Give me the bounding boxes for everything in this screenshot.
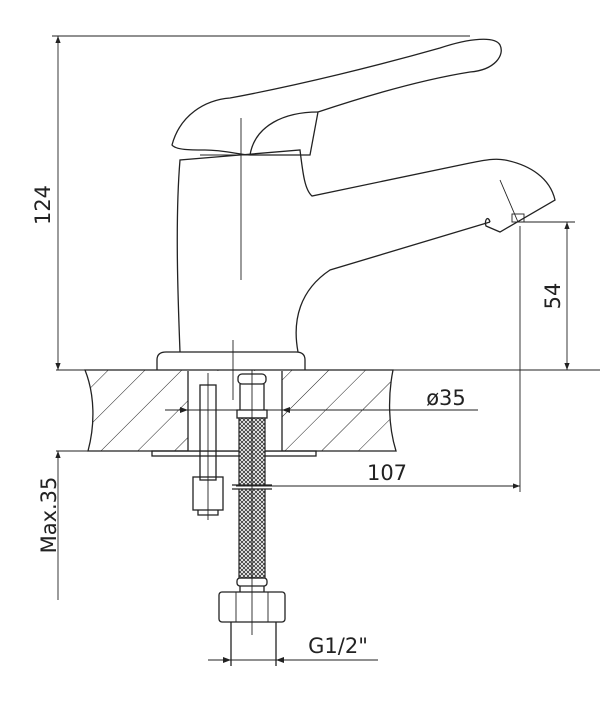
dimension-counter-thickness-label: Max.35 xyxy=(37,477,61,554)
dimension-height-label: 124 xyxy=(31,185,55,225)
flexible-hose xyxy=(218,370,286,666)
dimension-base-diameter-label: ø35 xyxy=(426,386,466,410)
dimension-lines xyxy=(52,35,600,663)
dimension-spout-reach-label: 107 xyxy=(367,461,407,485)
mounting-bolt xyxy=(192,373,224,520)
faucet-body xyxy=(156,38,556,400)
dimension-spout-height-label: 54 xyxy=(541,283,565,310)
dimension-thread-label: G1/2" xyxy=(308,634,368,658)
